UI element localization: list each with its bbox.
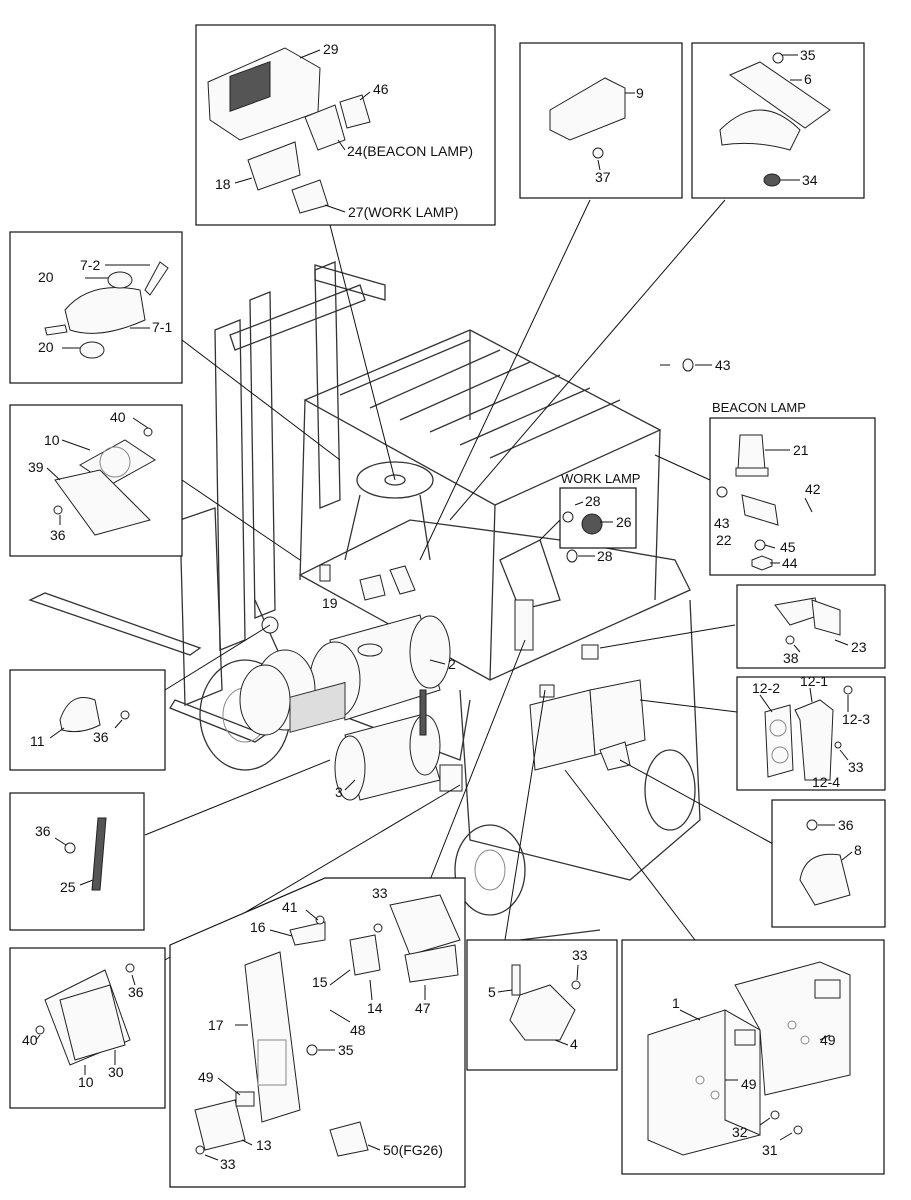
label-8: 8 (854, 842, 862, 858)
label-47: 47 (415, 1000, 431, 1016)
label-11: 11 (30, 733, 45, 749)
label-16: 16 (250, 919, 266, 935)
label-36: 36 (50, 527, 66, 543)
grille-pattern (289, 681, 346, 733)
callout-box-controllers: 1 49 49 32 31 (621, 939, 885, 1175)
label-26: 26 (616, 514, 632, 530)
label-49: 49 (741, 1076, 757, 1092)
label-46: 46 (373, 81, 389, 97)
label-27: 27(WORK LAMP) (348, 204, 458, 220)
label-41: 41 (282, 899, 298, 915)
label-39: 39 (28, 459, 44, 475)
label-32: 32 (732, 1124, 748, 1140)
label-7-2: 7-2 (80, 257, 100, 273)
label-10: 10 (44, 432, 60, 448)
label-35: 35 (338, 1042, 354, 1058)
label-36: 36 (93, 729, 109, 745)
callout-box-25: 36 25 (9, 792, 145, 931)
label-17: 17 (208, 1017, 224, 1033)
label-40: 40 (22, 1032, 38, 1048)
o-ring-43 (682, 358, 694, 372)
label-22: 22 (716, 532, 732, 548)
label-23: 23 (851, 639, 867, 655)
label-30: 30 (108, 1064, 124, 1080)
label-49: 49 (820, 1032, 836, 1048)
beacon-lamp-title: BEACON LAMP (712, 400, 806, 415)
label-40: 40 (110, 409, 126, 425)
label-3: 3 (335, 784, 343, 800)
label-10: 10 (78, 1074, 94, 1090)
label-25: 25 (60, 879, 76, 895)
label-6: 6 (804, 71, 812, 87)
callout-box-fan-2: 36 40 10 30 (9, 947, 166, 1109)
label-42: 42 (805, 481, 821, 497)
callout-box-9: 9 37 (519, 42, 683, 199)
label-5: 5 (488, 984, 496, 1000)
label-15: 15 (312, 974, 328, 990)
label-18: 18 (215, 176, 231, 192)
callout-box-fan: 40 10 39 36 (9, 404, 183, 557)
callout-box-23: 23 38 (736, 584, 886, 669)
label-31: 31 (762, 1142, 778, 1158)
callout-box-instrument-panel: 29 46 24(BEACON LAMP) 18 27(WORK LAMP) (195, 24, 496, 226)
label-12-4: 12-4 (812, 774, 840, 790)
label-35: 35 (800, 47, 816, 63)
callout-box-8: 36 8 (771, 799, 886, 928)
callout-box-beacon-lamp: BEACON LAMP 21 42 43 22 45 44 (709, 400, 876, 576)
label-12-2: 12-2 (752, 680, 780, 696)
label-43: 43 (715, 357, 731, 373)
label-29: 29 (323, 41, 339, 57)
label-14: 14 (367, 1000, 383, 1016)
label-7-1: 7-1 (152, 319, 172, 335)
label-33: 33 (572, 947, 588, 963)
callout-box-11: 11 36 (9, 669, 166, 771)
callout-box-accelerator: 35 6 34 (691, 42, 865, 199)
label-20: 20 (38, 269, 54, 285)
label-21: 21 (793, 442, 809, 458)
label-36: 36 (838, 817, 854, 833)
forklift-illustration (28, 261, 701, 941)
label-49: 49 (198, 1069, 214, 1085)
label-36: 36 (128, 984, 144, 1000)
label-44: 44 (782, 555, 798, 571)
label-50: 50(FG26) (383, 1142, 443, 1158)
label-24: 24(BEACON LAMP) (347, 143, 473, 159)
label-43: 43 (714, 515, 730, 531)
label-28: 28 (597, 548, 613, 564)
label-28: 28 (585, 493, 601, 509)
leader-lines (144, 199, 776, 961)
work-lamp-title: WORK LAMP (561, 471, 640, 486)
callout-box-12: 12-2 12-1 12-3 33 12-4 (736, 673, 886, 791)
callout-box-bracket: 33 41 16 15 14 47 17 48 35 49 13 33 50(F… (169, 877, 466, 1188)
label-12-3: 12-3 (842, 711, 870, 727)
label-4: 4 (570, 1036, 578, 1052)
label-33: 33 (220, 1156, 236, 1172)
label-48: 48 (350, 1022, 366, 1038)
label-9: 9 (636, 85, 644, 101)
label-33: 33 (848, 759, 864, 775)
label-38: 38 (783, 650, 799, 666)
label-2: 2 (448, 656, 456, 672)
label-37: 37 (595, 169, 611, 185)
label-12-1: 12-1 (800, 673, 828, 689)
callout-box-work-lamp: WORK LAMP 28 26 (559, 471, 640, 549)
label-19: 19 (322, 595, 338, 611)
label-34: 34 (802, 172, 818, 188)
label-36: 36 (35, 823, 51, 839)
label-13: 13 (256, 1137, 272, 1153)
label-45: 45 (780, 539, 796, 555)
label-20: 20 (38, 339, 54, 355)
label-1: 1 (672, 995, 680, 1011)
label-33: 33 (372, 885, 388, 901)
callout-box-contactor: 33 5 4 (466, 939, 618, 1071)
callout-box-7: 7-2 20 7-1 20 (9, 231, 183, 384)
